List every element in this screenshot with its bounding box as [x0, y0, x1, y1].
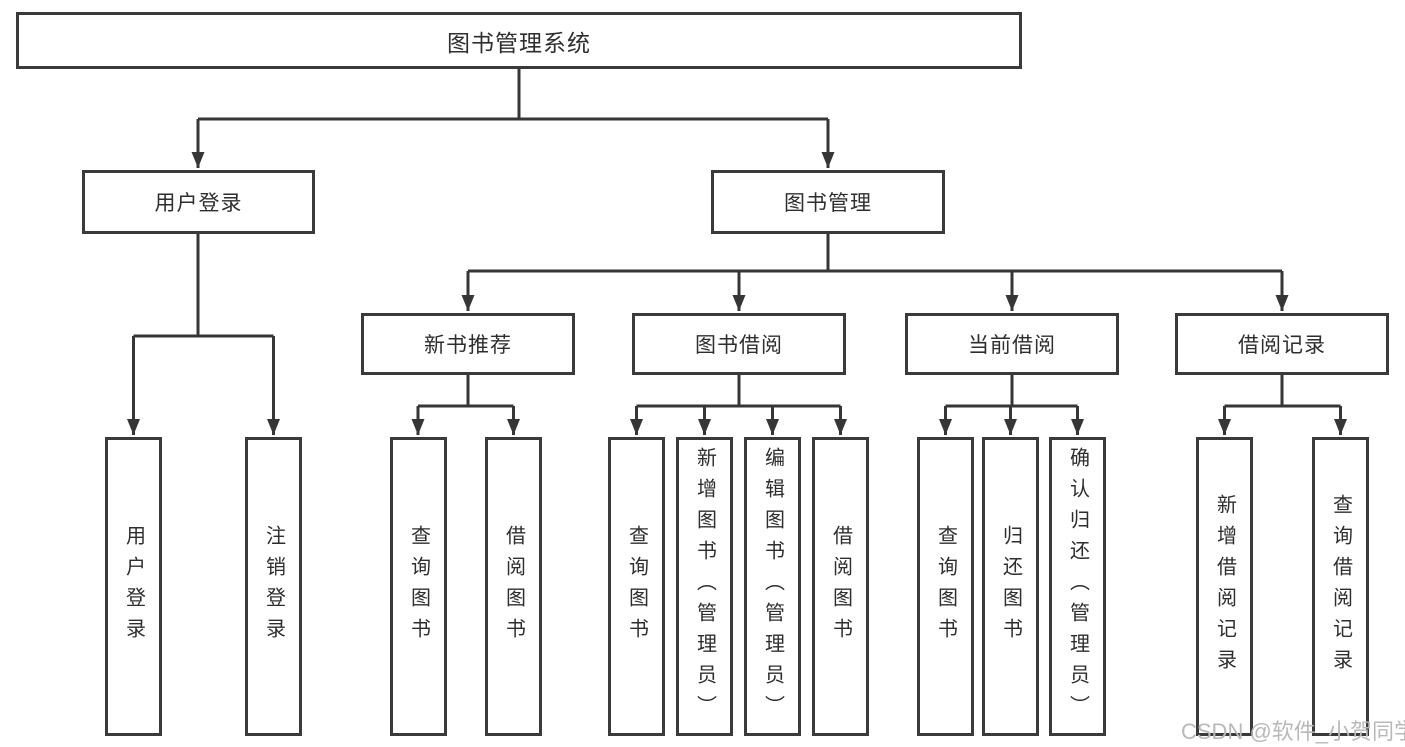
- leaf-current-confirm-return-admin-label: 确认归还（管理员）: [1066, 447, 1089, 726]
- leaf-logout: 注销登录: [245, 437, 302, 736]
- node-root-label: 图书管理系统: [447, 29, 591, 56]
- leaf-current-return-books-label: 归还图书: [999, 524, 1022, 649]
- leaf-borrow-query-books: 查询图书: [608, 437, 665, 736]
- leaf-borrow-borrow-books-label: 借阅图书: [829, 524, 852, 649]
- node-new-book-recommend: 新书推荐: [361, 313, 575, 375]
- watermark: CSDN @软件_小贺同学: [1181, 719, 1405, 744]
- leaf-borrow-add-books-admin-label: 新增图书（管理员）: [693, 447, 716, 726]
- leaf-current-query-books: 查询图书: [917, 437, 974, 736]
- leaf-recommend-borrow-books-label: 借阅图书: [502, 524, 525, 649]
- leaf-recommend-query-books: 查询图书: [390, 437, 447, 736]
- leaf-user-login: 用户登录: [105, 437, 162, 736]
- node-book-management-label: 图书管理: [784, 192, 872, 215]
- connector-trunk-lines: [133, 69, 1341, 408]
- leaf-borrow-edit-books-admin-label: 编辑图书（管理员）: [761, 447, 784, 726]
- node-borrow-records-label: 借阅记录: [1238, 334, 1326, 357]
- leaf-borrow-add-books-admin: 新增图书（管理员）: [676, 437, 733, 736]
- leaf-borrow-query-books-label: 查询图书: [625, 524, 648, 649]
- node-user-login: 用户登录: [82, 170, 315, 234]
- node-current-borrow-label: 当前借阅: [968, 334, 1056, 357]
- leaf-current-query-books-label: 查询图书: [934, 524, 957, 649]
- leaf-records-add-record-label: 新增借阅记录: [1213, 493, 1236, 680]
- leaf-borrow-borrow-books: 借阅图书: [812, 437, 869, 736]
- node-borrow-records: 借阅记录: [1175, 313, 1389, 375]
- node-root: 图书管理系统: [16, 12, 1022, 69]
- leaf-records-query-record-label: 查询借阅记录: [1329, 493, 1352, 680]
- leaf-borrow-edit-books-admin: 编辑图书（管理员）: [744, 437, 801, 736]
- leaf-recommend-borrow-books: 借阅图书: [485, 437, 542, 736]
- node-new-book-recommend-label: 新书推荐: [424, 334, 512, 357]
- leaf-records-add-record: 新增借阅记录: [1196, 437, 1253, 736]
- node-current-borrow: 当前借阅: [905, 313, 1119, 375]
- node-book-borrow: 图书借阅: [632, 313, 846, 375]
- leaf-user-login-label: 用户登录: [122, 524, 145, 649]
- leaf-current-confirm-return-admin: 确认归还（管理员）: [1049, 437, 1106, 736]
- node-user-login-label: 用户登录: [154, 192, 243, 215]
- leaf-records-query-record: 查询借阅记录: [1312, 437, 1369, 736]
- node-book-management: 图书管理: [711, 170, 945, 234]
- leaf-current-return-books: 归还图书: [982, 437, 1039, 736]
- leaf-logout-label: 注销登录: [262, 524, 285, 649]
- node-book-borrow-label: 图书借阅: [695, 334, 783, 357]
- leaf-recommend-query-books-label: 查询图书: [407, 524, 430, 649]
